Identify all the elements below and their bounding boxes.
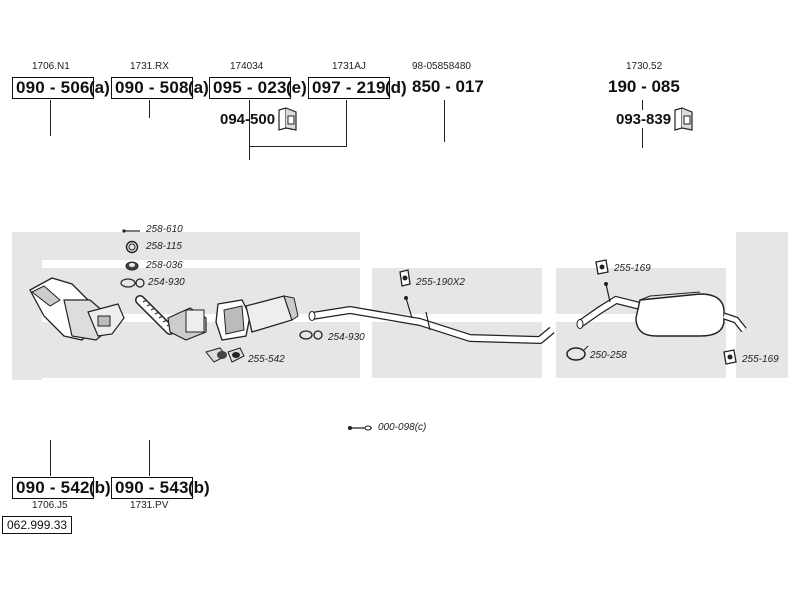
watermark-band-9 (736, 232, 788, 378)
flange-gasket-icon (120, 278, 145, 288)
callout-255-542: 255-542 (248, 354, 285, 365)
leader-line-097-219 (346, 100, 347, 146)
ref-1706-j5: 1706.J5 (32, 500, 68, 511)
bolt-icon (122, 229, 140, 233)
catalyst-2 (167, 307, 207, 341)
leader-line-095-023 (249, 100, 250, 160)
rear-muffler (576, 282, 747, 337)
part-090-508[interactable]: 090 - 508 (111, 77, 193, 99)
ref-1706-n1: 1706.N1 (32, 61, 70, 72)
ref-1731-pv: 1731.PV (130, 500, 169, 511)
part-090-543[interactable]: 090 - 543 (111, 477, 193, 499)
leader-line-190-085 (642, 100, 643, 110)
ref-1731-rx: 1731.RX (130, 61, 169, 72)
exhaust-diagram (29, 229, 747, 431)
callout-250-258: 250-258 (590, 350, 627, 361)
clamp-255-542 (205, 347, 245, 363)
leader-line-090-508 (149, 100, 150, 118)
callout-255-169-top: 255-169 (614, 263, 651, 274)
watermark-band-1 (12, 232, 42, 380)
part-095-023[interactable]: 095 - 023 (209, 77, 291, 99)
ref-174034: 174034 (230, 61, 264, 72)
gasket-254-930 (299, 330, 323, 340)
suffix-b-1: (b) (89, 478, 111, 497)
suffix-e: (e) (286, 78, 307, 97)
callout-254-930-a: 254-930 (148, 277, 185, 288)
part-190-085[interactable]: 190 - 085 (608, 77, 680, 96)
suffix-a-2: (a) (188, 78, 209, 97)
manifold-catalyst-1 (29, 277, 125, 341)
catalyst-3 (215, 295, 299, 341)
leader-line-850-017 (444, 100, 445, 142)
part-093-839[interactable]: 093-839 (616, 111, 672, 128)
part-090-542[interactable]: 090 - 542 (12, 477, 94, 499)
watermark-band-2 (42, 232, 360, 260)
hanger-255-169-top (595, 259, 609, 275)
ref-1730-52: 1730.52 (626, 61, 663, 72)
bracket-icon-094-500 (278, 107, 297, 131)
callout-258-036: 258-036 (146, 260, 183, 271)
nut-icon (125, 261, 139, 271)
ref-98-05858480: 98-05858480 (412, 61, 471, 72)
callout-254-930-b: 254-930 (328, 332, 365, 343)
ring-gasket-icon (125, 240, 139, 254)
flex-pipe (135, 295, 175, 335)
hanger-255-190 (399, 269, 411, 287)
clamp-250-258 (566, 345, 589, 361)
callout-258-610: 258-610 (146, 224, 183, 235)
ref-1731aj: 1731AJ (332, 61, 366, 72)
sensor-000-098 (348, 425, 372, 431)
leader-connector (249, 146, 347, 147)
callout-258-115: 258-115 (146, 241, 182, 252)
suffix-d: (d) (385, 78, 407, 97)
footer-code: 062.999.33 (2, 516, 73, 534)
callout-000-098c: 000-098(c) (378, 422, 427, 433)
part-850-017[interactable]: 850 - 017 (412, 77, 484, 96)
leader-line-090-542 (50, 440, 51, 476)
bracket-icon-093-839 (674, 107, 693, 131)
leader-line-090-506 (50, 100, 51, 136)
intermediate-pipe (308, 296, 555, 344)
leader-line-093-839 (642, 128, 643, 148)
callout-255-169-bottom: 255-169 (742, 354, 779, 365)
part-090-506[interactable]: 090 - 506 (12, 77, 94, 99)
suffix-b-2: (b) (188, 478, 210, 497)
callout-255-190x2: 255-190X2 (416, 277, 465, 288)
hanger-255-169-bottom (723, 349, 737, 365)
leader-line-090-543 (149, 440, 150, 476)
suffix-a-1: (a) (89, 78, 110, 97)
part-094-500[interactable]: 094-500 (220, 111, 276, 128)
part-097-219[interactable]: 097 - 219 (308, 77, 390, 99)
